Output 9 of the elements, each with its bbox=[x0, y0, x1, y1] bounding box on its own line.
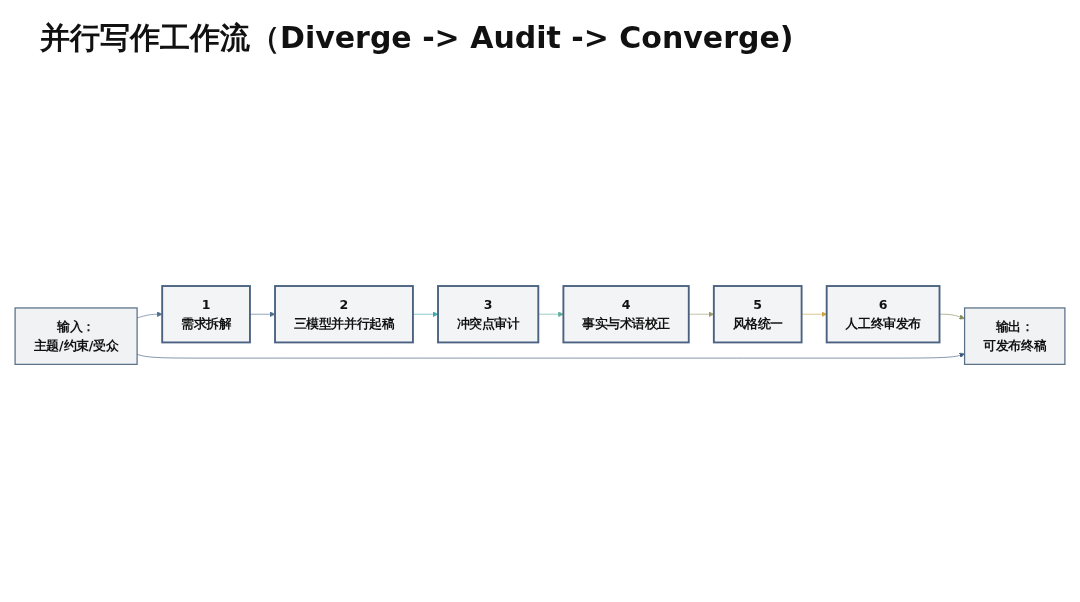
diagram-title: 并行写作工作流（Diverge -> Audit -> Converge) bbox=[40, 19, 795, 57]
node-box: 5 风格统一 bbox=[712, 284, 803, 344]
node-box: 输入： 主题/约束/受众 bbox=[14, 307, 138, 365]
node-box: 1 需求拆解 bbox=[161, 284, 251, 344]
node-box: 6 人工终审发布 bbox=[825, 284, 941, 344]
node-box: 4 事实与术语校正 bbox=[562, 284, 690, 344]
node-box: 3 冲突点审计 bbox=[437, 284, 540, 344]
node-box: 2 三模型并并行起稿 bbox=[274, 284, 414, 344]
node-box: 输出： 可发布终稿 bbox=[963, 307, 1066, 365]
